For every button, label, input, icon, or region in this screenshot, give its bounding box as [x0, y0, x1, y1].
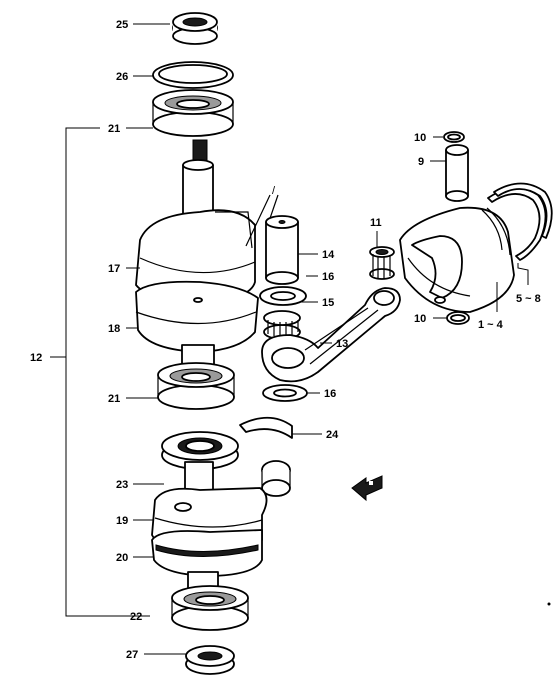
- label-26: 26: [116, 71, 128, 83]
- label-13: 13: [336, 338, 348, 350]
- svg-text:/: /: [272, 185, 276, 197]
- piston-pin-clip-top: [443, 131, 465, 143]
- thrust-washer-lower: [262, 384, 308, 402]
- ring: [152, 61, 234, 89]
- piston-pin-clip-bottom: [446, 311, 470, 325]
- piston: [399, 206, 515, 313]
- label-21-lower: 21: [108, 393, 120, 405]
- needle-bearing-big-end: [263, 310, 301, 340]
- piston-rings: [487, 182, 553, 261]
- crank-pin: [261, 460, 291, 497]
- label-10-top: 10: [414, 132, 426, 144]
- bottom-bearing: [171, 585, 249, 631]
- label-10-bottom: 10: [414, 313, 426, 325]
- label-25: 25: [116, 19, 128, 31]
- label-16-upper: 16: [322, 271, 334, 283]
- label-24: 24: [326, 429, 339, 441]
- dot: [547, 602, 551, 606]
- label-14: 14: [322, 249, 335, 261]
- label-21-upper: 21: [108, 123, 120, 135]
- pin-crank: /: [245, 185, 299, 285]
- needle-bearing-small-end: [369, 246, 395, 280]
- oil-seal-top: [172, 12, 218, 45]
- label-18: 18: [108, 323, 120, 335]
- label-5-8: 5 ~ 8: [516, 293, 541, 305]
- label-15: 15: [322, 297, 334, 309]
- group-bracket: [50, 127, 150, 617]
- label-27: 27: [126, 649, 138, 661]
- circlip: [239, 416, 293, 439]
- lower-bearing: [157, 362, 235, 410]
- lower-seal: [161, 431, 239, 470]
- piston-pin: [445, 144, 469, 202]
- label-1-4: 1 ~ 4: [478, 319, 504, 331]
- label-16-lower: 16: [324, 388, 336, 400]
- crank-half-upper: [135, 139, 259, 376]
- leader-lines: [126, 23, 529, 655]
- label-19: 19: [116, 515, 128, 527]
- thrust-washer-upper: [259, 286, 307, 306]
- label-20: 20: [116, 552, 128, 564]
- label-22: 22: [130, 611, 142, 623]
- crank-half-lower: [151, 461, 268, 599]
- bottom-seal: [185, 645, 235, 675]
- label-12: 12: [30, 352, 42, 364]
- label-23: 23: [116, 479, 128, 491]
- label-17: 17: [108, 263, 120, 275]
- label-9: 9: [418, 156, 424, 168]
- upper-bearing: [152, 89, 234, 137]
- label-11: 11: [370, 217, 382, 229]
- connecting-rod: [261, 287, 401, 383]
- front-arrow-icon: [351, 475, 383, 502]
